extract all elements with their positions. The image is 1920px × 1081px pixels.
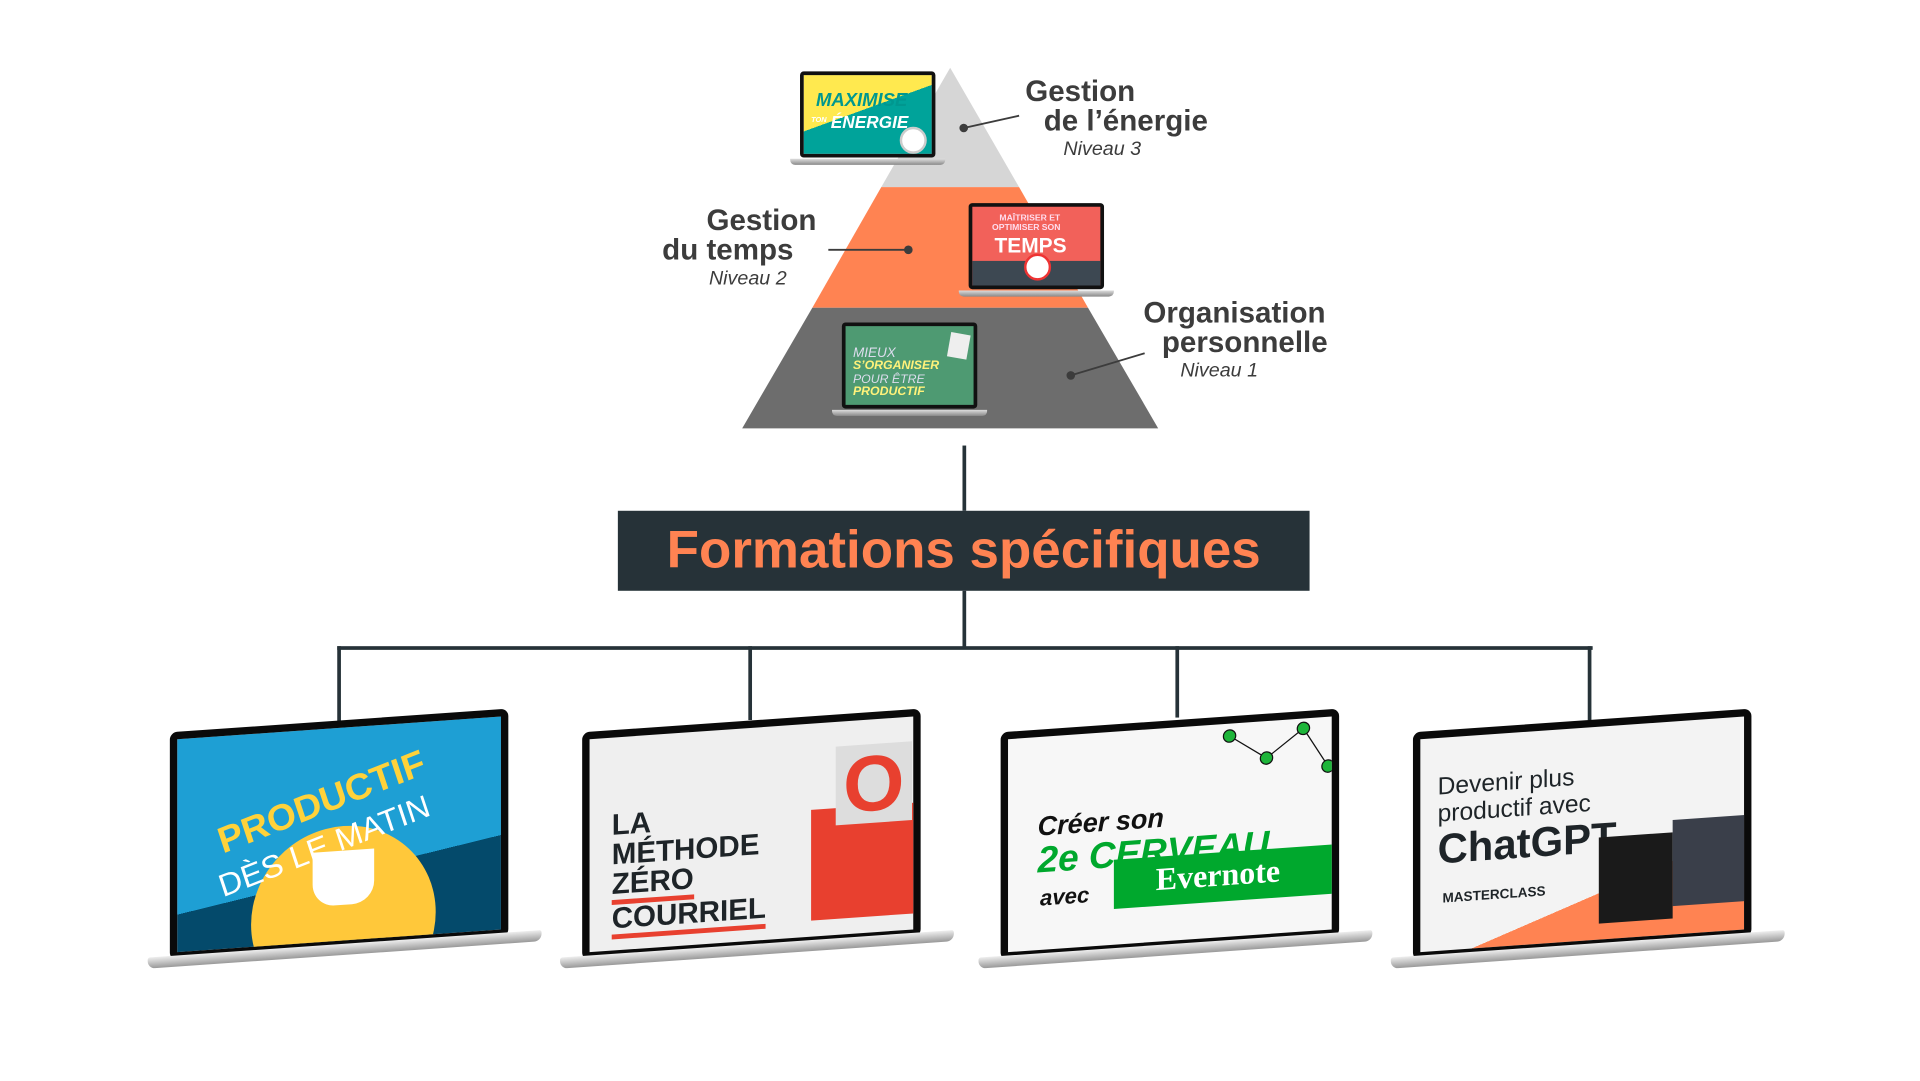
connector-line (962, 445, 967, 511)
course-title: OPTIMISER SON (992, 224, 1061, 233)
laptop-screen: LA MÉTHODE ZÉRO COURRIEL O (582, 708, 921, 961)
course-laptop-zero-courriel[interactable]: LA MÉTHODE ZÉRO COURRIEL O (560, 708, 954, 990)
openai-logo-icon (1598, 832, 1673, 924)
zero-icon: O (835, 737, 912, 830)
network-graphic (1222, 721, 1335, 773)
level-3-title: Gestion (1025, 75, 1136, 109)
level-1-label: Niveau 1 (1180, 360, 1259, 382)
callout-line-1 (1070, 352, 1145, 377)
course-title: avec (1040, 882, 1090, 911)
course-laptop-organisation[interactable]: MIEUX S’ORGANISER POUR ÊTRE PRODUCTIF (832, 322, 988, 417)
connector-line (962, 590, 967, 649)
callout-line-3 (963, 114, 1020, 129)
screen-mockup (1672, 814, 1747, 907)
course-title: PRODUCTIF (852, 385, 925, 399)
course-laptop-temps[interactable]: MAÎTRISER ET OPTIMISER SON TEMPS (958, 203, 1114, 297)
laptop-base (832, 409, 988, 417)
connector-line (337, 646, 341, 723)
course-laptop-energie[interactable]: MAXIMISE TON ÉNERGIE (790, 71, 946, 165)
heading-title: Formations spécifiques (666, 520, 1261, 580)
course-title: COURRIEL (611, 892, 766, 940)
course-title: TEMPS (994, 233, 1067, 258)
laptop-screen: Créer son 2e CERVEAU avec Evernote (1000, 708, 1340, 961)
level-3-label: Niveau 3 (1063, 139, 1142, 161)
course-title: POUR ÊTRE (852, 372, 925, 387)
course-laptop-evernote[interactable]: Créer son 2e CERVEAU avec Evernote (978, 708, 1373, 990)
level-2-title: du temps (662, 233, 794, 268)
laptop-screen: Devenir plus productif avec ChatGPT MAST… (1412, 708, 1752, 961)
callout-dot-3 (959, 123, 969, 133)
course-tag: MASTERCLASS (1442, 884, 1546, 907)
laptop-screen: MIEUX S’ORGANISER POUR ÊTRE PRODUCTIF (841, 322, 978, 409)
course-title: MIEUX (852, 345, 896, 361)
callout-dot-1 (1066, 371, 1076, 380)
heading-box: Formations spécifiques (617, 510, 1310, 591)
course-title: MAXIMISE (816, 89, 908, 111)
course-title: MAÎTRISER ET (999, 214, 1061, 223)
course-title: ChatGPT (1437, 814, 1617, 874)
laptop-screen: MAXIMISE TON ÉNERGIE (800, 71, 936, 158)
connector-line (748, 646, 753, 721)
coffee-cup-icon (312, 848, 375, 907)
course-title-small: TON (811, 116, 827, 125)
connector-bar (337, 646, 1593, 650)
level-1-title: personnelle (1161, 326, 1328, 360)
connector-line (1587, 646, 1592, 721)
clock-icon (899, 126, 927, 154)
level-2-title: Gestion (706, 204, 817, 238)
course-title: ÉNERGIE (830, 112, 909, 132)
connector-line (1175, 646, 1180, 718)
course-title: S’ORGANISER (852, 359, 940, 373)
level-1-title: Organisation (1143, 296, 1326, 330)
laptop-base (790, 158, 946, 165)
clock-icon (1024, 253, 1052, 281)
level-2-label: Niveau 2 (708, 268, 787, 290)
course-laptop-productif-matin[interactable]: PRODUCTIF DÈS LE MATIN (147, 708, 542, 990)
callout-dot-2 (904, 245, 913, 255)
laptop-screen: PRODUCTIF DÈS LE MATIN (169, 708, 509, 961)
level-3-title: de l’énergie (1043, 104, 1208, 138)
laptop-screen: MAÎTRISER ET OPTIMISER SON TEMPS (968, 203, 1105, 290)
course-laptop-chatgpt[interactable]: Devenir plus productif avec ChatGPT MAST… (1390, 708, 1785, 990)
laptop-base (958, 290, 1114, 297)
checklist-icon (946, 332, 971, 360)
